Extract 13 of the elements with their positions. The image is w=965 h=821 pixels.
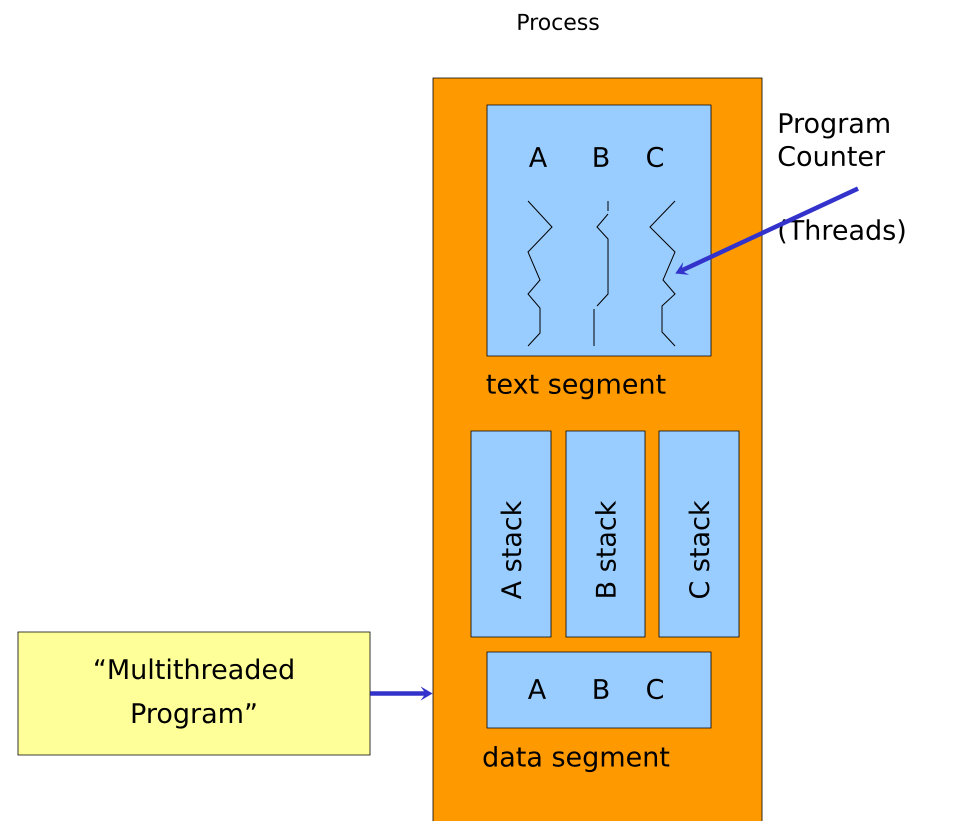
node-label: Process [518, 14, 599, 30]
thread-drawing [649, 200, 676, 346]
stack-box: C stack [658, 430, 740, 638]
segment-box: A B C data segment [484, 652, 712, 772]
thread-drawing [594, 200, 609, 346]
program-box: “Multithreaded Program” [18, 632, 370, 756]
node-label: text segment [486, 374, 666, 400]
thread-drawing [527, 200, 553, 346]
annotation-text: Program Counter (Threads) [778, 113, 904, 244]
stack-box: B stack [566, 430, 646, 638]
stack-box: A stack [470, 430, 552, 638]
node-label: data segment [484, 746, 670, 772]
segment-box: A B C text segment [486, 104, 712, 400]
